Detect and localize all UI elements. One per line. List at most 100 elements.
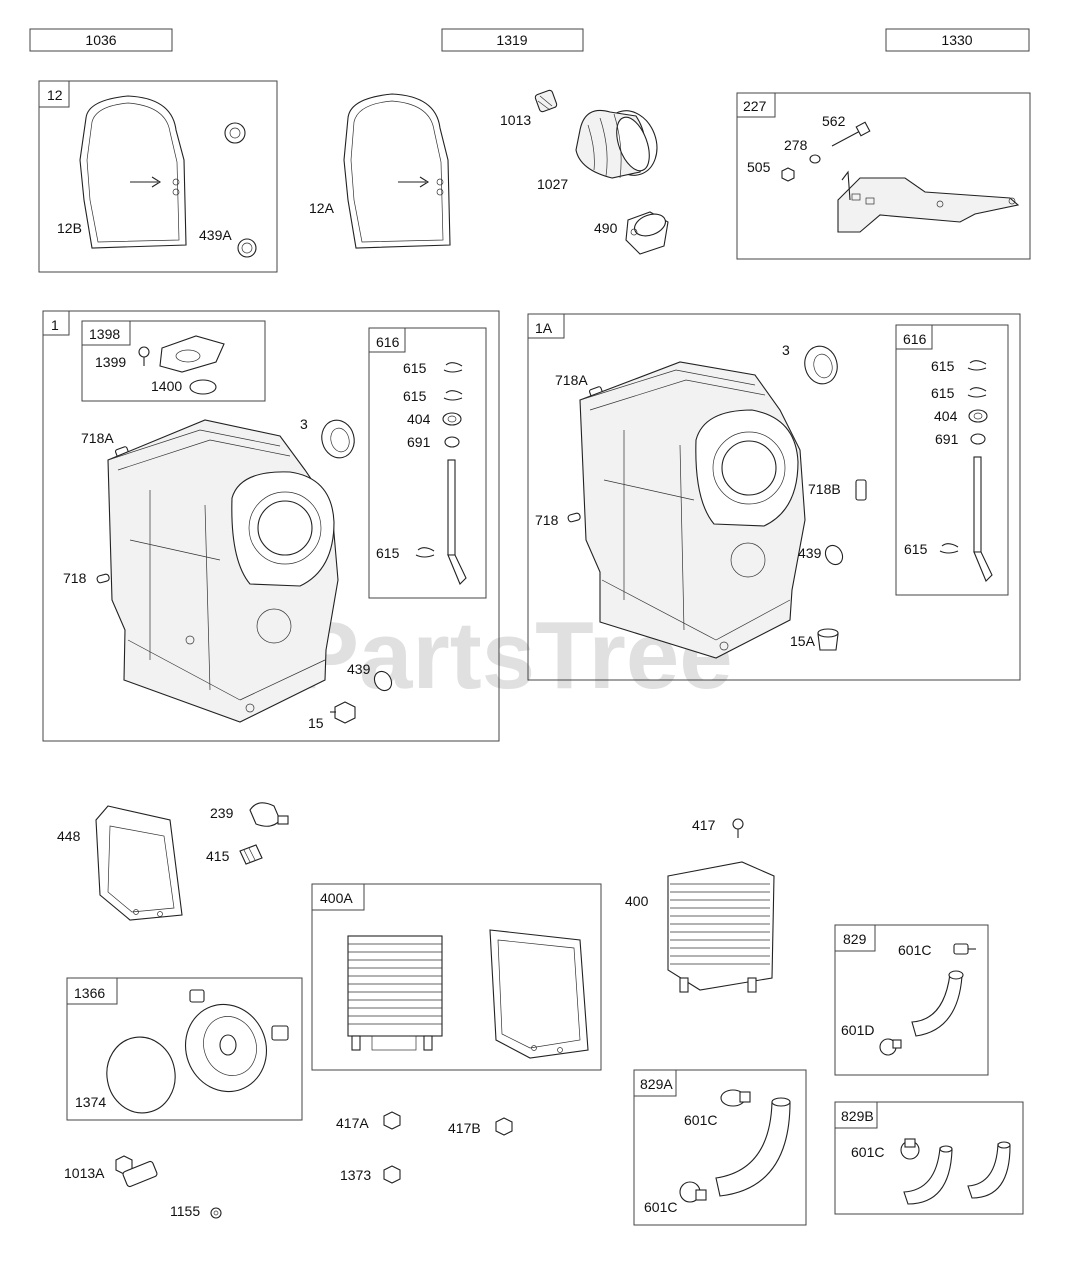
part-label[interactable]: 417A	[336, 1115, 369, 1131]
part-label[interactable]: 601C	[898, 942, 931, 958]
clip-615[interactable]	[939, 543, 959, 554]
washer-439[interactable]	[822, 542, 846, 567]
part-label[interactable]: 691	[935, 431, 959, 447]
bolt-562[interactable]	[831, 121, 871, 147]
gasket-12A[interactable]	[343, 93, 451, 249]
part-label[interactable]: 12B	[57, 220, 82, 236]
part-label[interactable]: 439A	[199, 227, 232, 243]
sender-239[interactable]	[249, 802, 289, 827]
cover-1398[interactable]	[159, 335, 225, 373]
washer-439A[interactable]	[237, 238, 257, 258]
part-label[interactable]: 417B	[448, 1120, 481, 1136]
part-label[interactable]: 439	[347, 661, 371, 677]
hose-829B-b[interactable]	[967, 1141, 1011, 1199]
dowel-718B[interactable]	[855, 479, 867, 501]
part-label[interactable]: 3	[782, 342, 790, 358]
hose-829[interactable]	[911, 970, 964, 1037]
plug-15[interactable]	[330, 701, 356, 724]
fitting-1373[interactable]	[383, 1165, 401, 1184]
fitting-417B[interactable]	[495, 1117, 513, 1136]
shaft-616[interactable]	[447, 459, 467, 585]
part-label[interactable]: 718A	[81, 430, 114, 446]
group-616-left[interactable]: 616	[368, 327, 487, 599]
part-label[interactable]: 615	[931, 358, 955, 374]
part-label[interactable]: 1374	[75, 1094, 106, 1110]
hose-829A[interactable]	[715, 1097, 791, 1197]
gasket-12B[interactable]	[79, 95, 187, 249]
group-1[interactable]: 1	[42, 310, 500, 742]
part-label[interactable]: 1155	[170, 1203, 200, 1219]
header-code-1330[interactable]: 1330	[885, 28, 1030, 52]
gasket-1400[interactable]	[189, 379, 217, 395]
part-label[interactable]: 601C	[644, 1199, 677, 1215]
clip-615[interactable]	[967, 360, 987, 371]
plug-15A[interactable]	[817, 628, 839, 651]
clip-615[interactable]	[443, 390, 463, 401]
group-1366[interactable]: 1366	[66, 977, 303, 1121]
clip-615[interactable]	[443, 362, 463, 373]
clamp-601C[interactable]	[953, 943, 976, 955]
part-label[interactable]: 718B	[808, 481, 841, 497]
bracket-448[interactable]	[95, 805, 183, 921]
adapter-1366[interactable]	[173, 989, 289, 1103]
clip-615[interactable]	[415, 547, 435, 558]
part-label[interactable]: 615	[403, 360, 427, 376]
seal-404[interactable]	[442, 412, 462, 426]
washer-691[interactable]	[444, 436, 460, 448]
washer-439[interactable]	[371, 668, 395, 693]
screw-417[interactable]	[732, 818, 744, 838]
fitting-417A[interactable]	[383, 1111, 401, 1130]
part-label[interactable]: 278	[784, 137, 808, 153]
part-label[interactable]: 1373	[340, 1167, 371, 1183]
part-label[interactable]: 615	[376, 545, 400, 561]
part-label[interactable]: 718	[63, 570, 87, 586]
screw-1399[interactable]	[138, 346, 150, 366]
part-label[interactable]: 615	[904, 541, 928, 557]
clamp-601D[interactable]	[879, 1038, 902, 1056]
part-label[interactable]: 400	[625, 893, 649, 909]
washer-691[interactable]	[970, 433, 986, 445]
part-label[interactable]: 691	[407, 434, 431, 450]
group-616-right[interactable]: 616	[895, 324, 1009, 596]
part-label[interactable]: 718A	[555, 372, 588, 388]
nut-505[interactable]	[781, 167, 795, 182]
oil-cooler-core[interactable]	[347, 935, 443, 1051]
group-829[interactable]: 829	[834, 924, 989, 1076]
group-400A[interactable]: 400A	[311, 883, 602, 1071]
clip-615[interactable]	[967, 387, 987, 398]
group-227[interactable]: 227	[736, 92, 1031, 260]
shaft-616[interactable]	[973, 456, 993, 582]
part-label[interactable]: 15	[308, 715, 324, 731]
part-label[interactable]: 12A	[309, 200, 335, 216]
group-12[interactable]: 12	[38, 80, 278, 273]
header-code-1036[interactable]: 1036	[29, 28, 173, 52]
crankcase-1[interactable]	[107, 419, 339, 723]
nipple-1013A[interactable]	[115, 1155, 158, 1188]
fitting-1013[interactable]	[534, 89, 558, 113]
part-label[interactable]: 490	[594, 220, 618, 236]
header-code-1319[interactable]: 1319	[441, 28, 584, 52]
washer-278[interactable]	[809, 154, 821, 164]
washer-1155[interactable]	[210, 1207, 222, 1219]
part-label[interactable]: 601D	[841, 1022, 874, 1038]
part-label[interactable]: 1013A	[64, 1165, 105, 1181]
part-label[interactable]: 448	[57, 828, 81, 844]
control-bracket-227[interactable]	[837, 170, 1020, 233]
part-label[interactable]: 239	[210, 805, 234, 821]
part-label[interactable]: 718	[535, 512, 559, 528]
seal-404[interactable]	[968, 409, 988, 423]
seal-3[interactable]	[801, 343, 842, 388]
part-label[interactable]: 1399	[95, 354, 126, 370]
group-1398[interactable]: 1398	[81, 320, 266, 402]
part-label[interactable]: 1013	[500, 112, 531, 128]
group-829B[interactable]: 829B	[834, 1101, 1024, 1215]
adapter-490[interactable]	[625, 210, 669, 255]
washer-439A-top[interactable]	[224, 122, 246, 144]
part-label[interactable]: 601C	[851, 1144, 884, 1160]
part-label[interactable]: 505	[747, 159, 771, 175]
oil-cooler-400[interactable]	[667, 861, 775, 993]
hose-829B-a[interactable]	[903, 1145, 953, 1205]
part-label[interactable]: 415	[206, 848, 230, 864]
part-label[interactable]: 601C	[684, 1112, 717, 1128]
seal-3[interactable]	[318, 417, 359, 462]
